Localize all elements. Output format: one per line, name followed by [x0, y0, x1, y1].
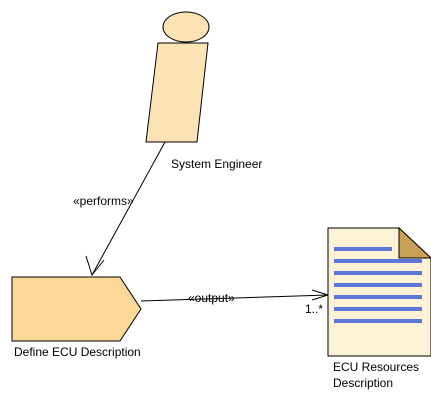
artifact-label-line1: ECU Resources: [333, 360, 420, 374]
role-body: [145, 42, 209, 143]
role-label: System Engineer: [171, 157, 263, 171]
output-multiplicity-label: 1..*: [305, 302, 324, 316]
artifact-text-lines: [334, 247, 422, 323]
role-figure[interactable]: [145, 11, 210, 143]
output-edge-label: «output»: [188, 291, 235, 305]
task-label: Define ECU Description: [14, 345, 141, 359]
artifact-document-icon[interactable]: [327, 226, 431, 357]
artifact-label-line2: Description: [333, 376, 394, 390]
role-head: [162, 11, 210, 43]
performs-edge: [85, 141, 166, 277]
artifact-fold: [398, 226, 431, 259]
task-shape[interactable]: [11, 276, 142, 342]
performs-edge-label: «performs»: [73, 194, 134, 208]
